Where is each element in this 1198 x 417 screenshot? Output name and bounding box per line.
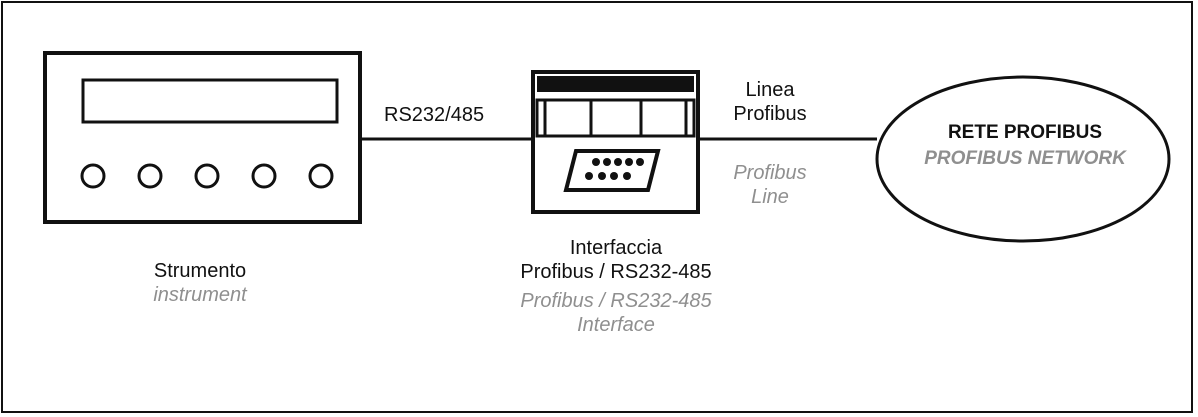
instrument-display xyxy=(81,78,339,124)
interface-device xyxy=(531,70,700,214)
interface-label-en-line2: Interface xyxy=(577,314,655,336)
instrument-label-it: Strumento xyxy=(153,260,247,282)
db9-connector-icon xyxy=(563,149,661,192)
interface-label-it-line1: Interfaccia xyxy=(569,237,663,259)
rs232-485-label: RS232/485 xyxy=(384,104,485,126)
profibus-line-label-en: Profibus Line xyxy=(720,161,820,209)
instrument-button xyxy=(194,163,220,189)
interface-label-en-line1: Profibus / RS232-485 xyxy=(520,290,712,312)
instrument-device xyxy=(43,51,362,224)
interface-label-it: Interfaccia Profibus / RS232-485 xyxy=(486,236,746,284)
network-label-en: PROFIBUS NETWORK xyxy=(924,148,1126,169)
instrument-buttons xyxy=(80,163,334,189)
profibus-line-label-it-line1: Linea xyxy=(745,79,795,101)
profibus-network-ellipse xyxy=(875,75,1171,243)
profibus-line-label-it: Linea Profibus xyxy=(720,78,820,126)
profibus-line-label-it-line2: Profibus xyxy=(733,103,807,125)
instrument-button xyxy=(80,163,106,189)
profibus-line-label-en-line2: Line xyxy=(751,186,789,208)
interface-terminal-block xyxy=(535,98,696,138)
instrument-button xyxy=(137,163,163,189)
interface-top-band xyxy=(537,76,694,92)
interface-label-it-line2: Profibus / RS232-485 xyxy=(520,261,712,283)
interface-label-en: Profibus / RS232-485 Interface xyxy=(486,289,746,337)
instrument-button xyxy=(308,163,334,189)
profibus-line-label-en-line1: Profibus xyxy=(733,162,807,184)
instrument-label-en: instrument xyxy=(153,284,247,306)
instrument-button xyxy=(251,163,277,189)
network-label-it: RETE PROFIBUS xyxy=(947,122,1103,143)
